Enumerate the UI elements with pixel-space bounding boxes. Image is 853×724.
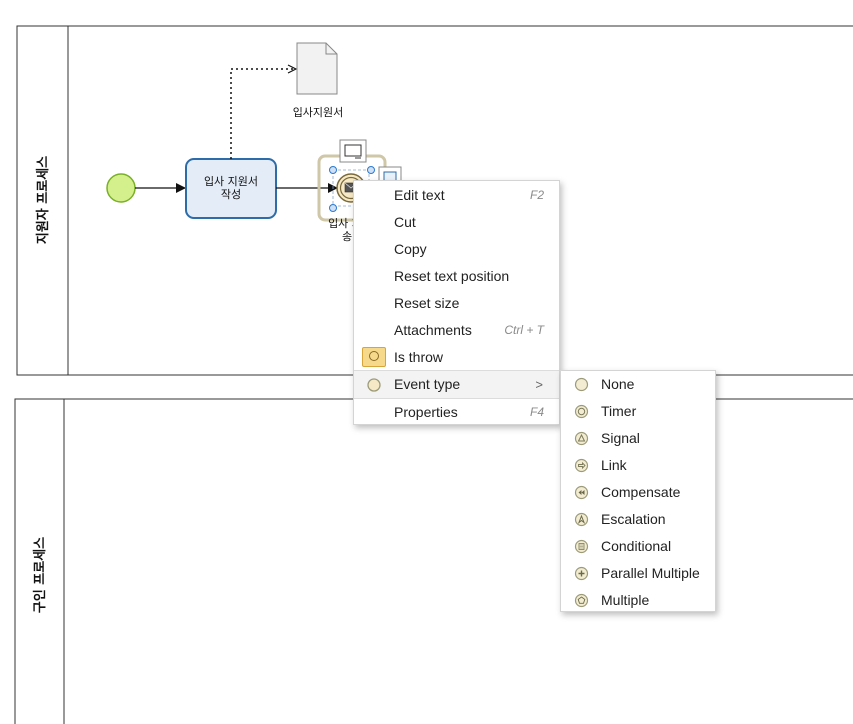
selection-handle[interactable] [329,204,337,212]
lane-label-applicant: 지원자 프로세스 [36,156,51,244]
menu-item-cut[interactable]: Cut [354,209,559,236]
parallel-multiple-event-icon [574,566,589,581]
menu-item-label: Copy [394,241,427,257]
quick-action-text-annotation-icon[interactable] [339,139,367,163]
timer-event-icon [574,404,589,419]
menu-item-attachments[interactable]: Attachments Ctrl + T [354,317,559,344]
selection-handle[interactable] [367,166,375,174]
submenu-item-label: Multiple [601,592,650,608]
submenu-item-label: Parallel Multiple [601,565,700,581]
data-association[interactable] [230,69,296,159]
event-label-line2: 송 [342,230,352,243]
menu-item-event-type[interactable]: Event type > [354,371,559,398]
link-event-icon [574,458,589,473]
menu-item-label: Properties [394,404,458,420]
submenu-item-label: Escalation [601,511,666,527]
escalation-event-icon [574,512,589,527]
submenu-item-label: Compensate [601,484,681,500]
none-event-icon [574,377,589,392]
menu-item-label: Is throw [394,349,444,365]
menu-item-shortcut: Ctrl + T [504,323,544,337]
submenu-item-label: None [601,376,635,392]
menu-item-edit-text[interactable]: Edit text F2 [354,182,559,209]
submenu-item-parallel-multiple[interactable]: Parallel Multiple [561,560,715,587]
selection-handle[interactable] [329,166,337,174]
submenu-item-none[interactable]: None [561,371,715,398]
menu-item-is-throw[interactable]: Is throw [354,344,559,371]
menu-separator [354,370,559,371]
menu-item-shortcut: F2 [529,188,544,202]
menu-item-label: Attachments [394,322,472,338]
task-label-line1: 입사 지원서 [204,175,258,188]
menu-separator [354,398,559,399]
submenu-item-escalation[interactable]: Escalation [561,506,715,533]
conditional-event-icon [574,539,589,554]
submenu-item-multiple[interactable]: Multiple [561,587,715,614]
signal-event-icon [574,431,589,446]
menu-item-reset-text-position[interactable]: Reset text position [354,263,559,290]
circle-icon [367,378,381,392]
lane-label-hiring: 구인 프로세스 [32,537,48,613]
data-object-label: 입사지원서 [293,106,344,119]
menu-item-properties[interactable]: Properties F4 [354,399,559,426]
submenu-item-conditional[interactable]: Conditional [561,533,715,560]
multiple-event-icon [574,593,589,608]
submenu-item-timer[interactable]: Timer [561,398,715,425]
compensate-event-icon [574,485,589,500]
submenu-item-signal[interactable]: Signal [561,425,715,452]
start-event[interactable] [106,173,136,203]
submenu-item-label: Timer [601,403,637,419]
menu-item-label: Event type [394,376,461,392]
submenu-item-label: Link [601,457,627,473]
is-throw-icon [362,347,386,367]
submenu-item-compensate[interactable]: Compensate [561,479,715,506]
menu-item-label: Cut [394,214,416,230]
menu-item-reset-size[interactable]: Reset size [354,290,559,317]
menu-item-label: Edit text [394,187,445,203]
menu-item-label: Reset size [394,295,460,311]
context-menu: Edit text F2 Cut Copy Reset text positio… [353,180,560,425]
task-label-line2: 작성 [221,188,241,201]
pool-hiring[interactable]: 구인 프로세스 [14,398,853,724]
event-type-submenu: None Timer Signal Link Compensate [560,370,716,612]
data-object-application[interactable]: 입사지원서 [293,42,344,119]
chevron-right-icon: > [535,377,543,392]
menu-item-copy[interactable]: Copy [354,236,559,263]
menu-item-label: Reset text position [394,268,510,284]
submenu-item-label: Signal [601,430,640,446]
task-write-application[interactable]: 입사 지원서 작성 [185,158,277,219]
menu-item-shortcut: F4 [529,405,544,419]
submenu-item-link[interactable]: Link [561,452,715,479]
submenu-item-label: Conditional [601,538,672,554]
